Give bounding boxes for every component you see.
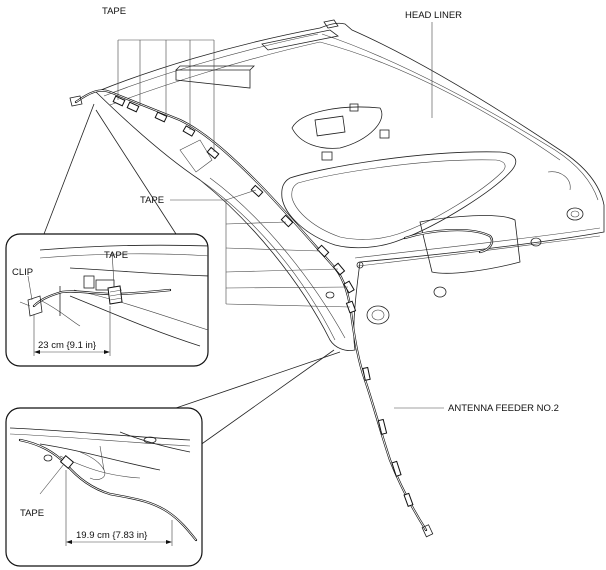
head-liner-panel <box>95 19 605 351</box>
upper-callout-tape-label: TAPE <box>104 250 128 261</box>
leader-lines <box>43 22 444 449</box>
upper-callout-clip-label: CLIP <box>12 267 33 278</box>
antenna-feeder-label: ANTENNA FEEDER NO.2 <box>448 403 559 414</box>
callout-upper <box>5 233 209 367</box>
lower-callout-dimension-label: 19.9 cm {7.83 in} <box>76 530 147 541</box>
lower-callout-tape-label: TAPE <box>20 508 44 519</box>
antenna-harness <box>69 89 494 538</box>
tape-top-label: TAPE <box>102 6 126 17</box>
upper-callout-dimension-label: 23 cm {9.1 in} <box>38 340 96 351</box>
text-labels: TAPE HEAD LINER TAPE ANTENNA FEEDER NO.2… <box>12 6 559 541</box>
callout-lower <box>5 407 203 567</box>
tape-left-label: TAPE <box>140 195 164 206</box>
head-liner-label: HEAD LINER <box>405 10 462 21</box>
